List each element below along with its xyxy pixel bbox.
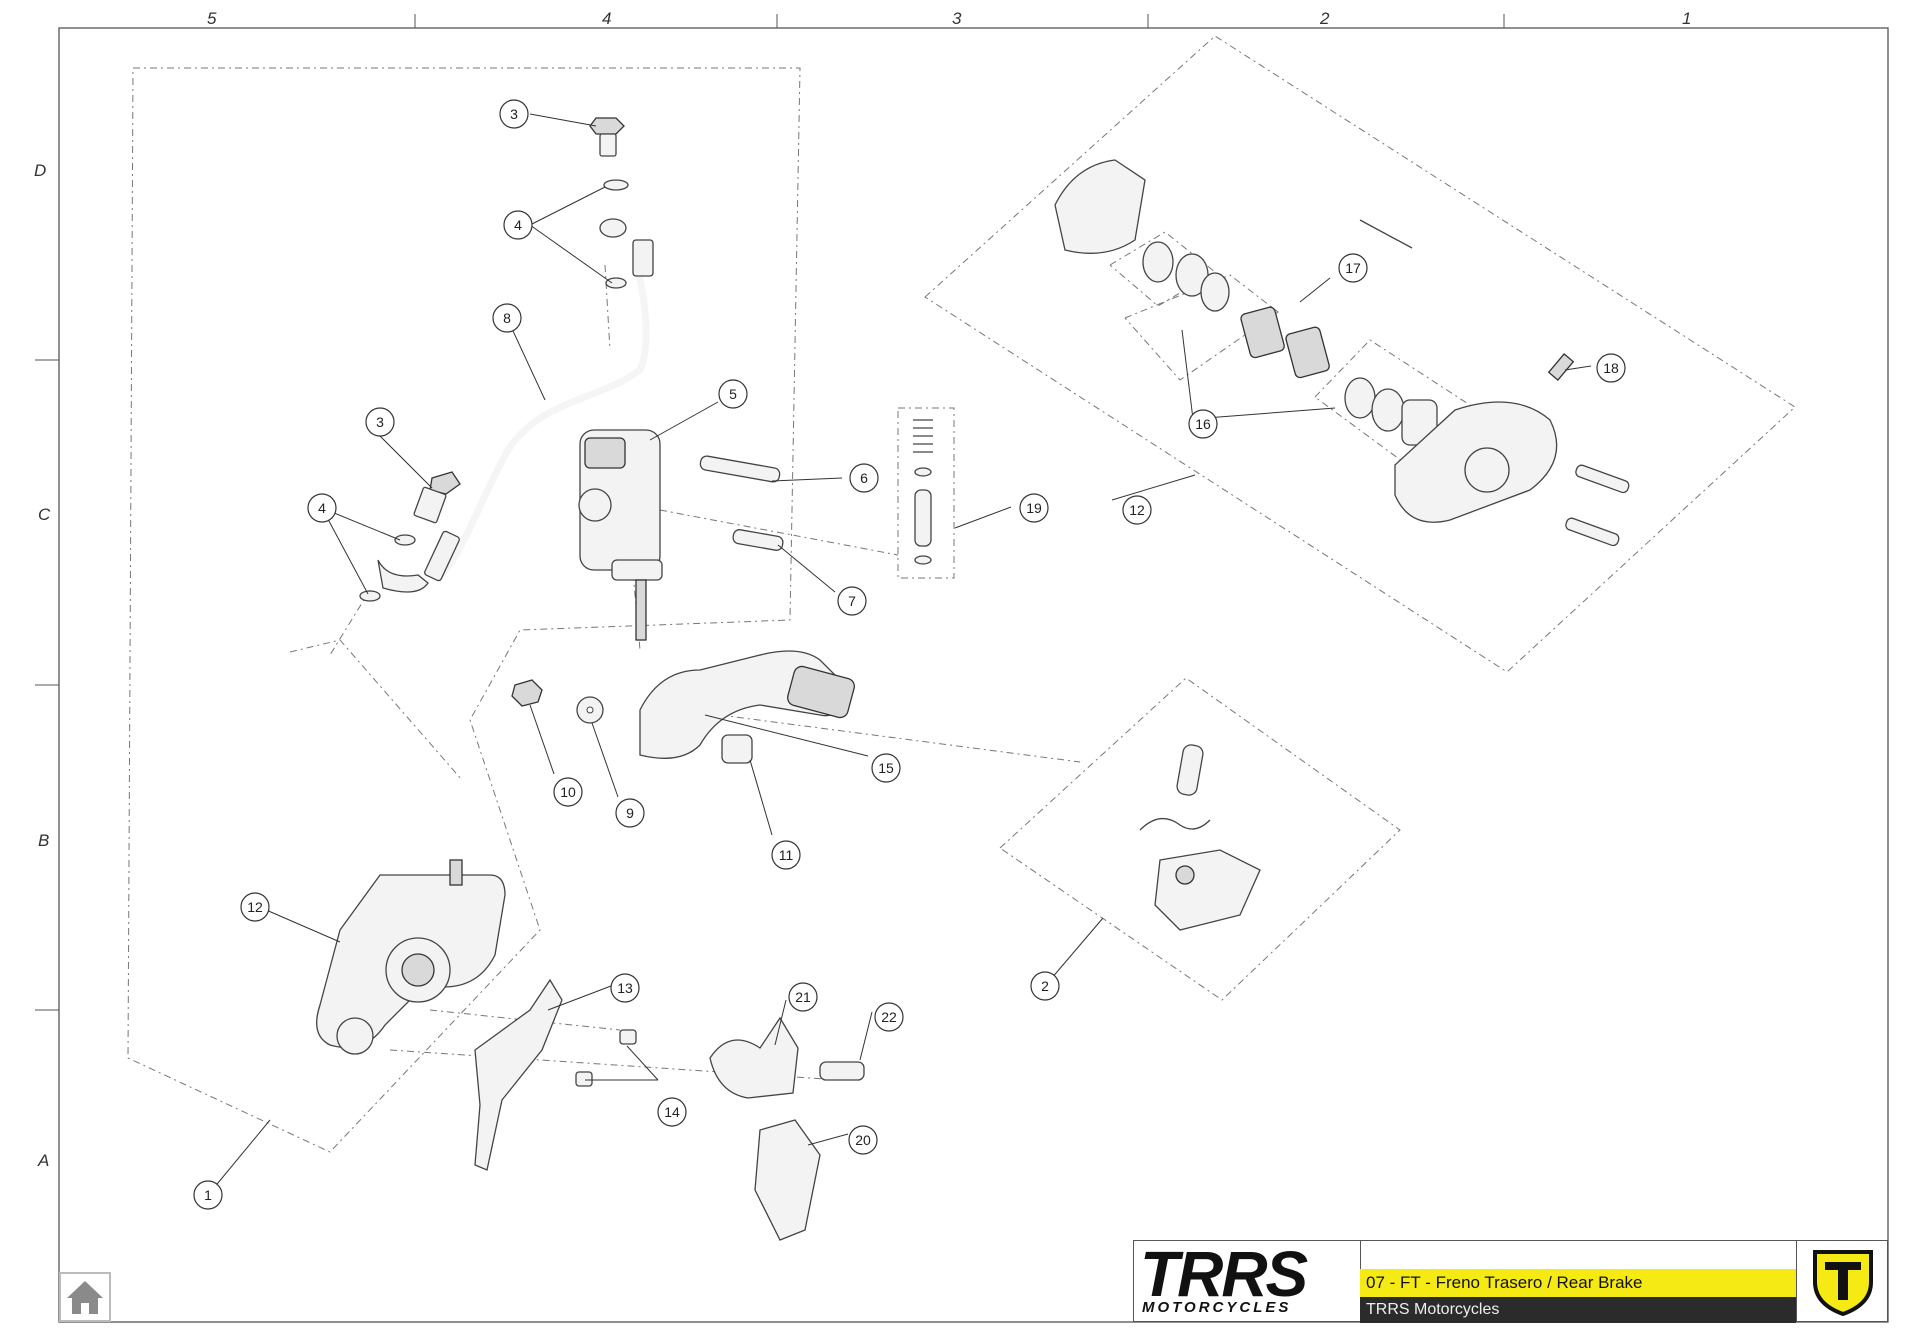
callout-4-lower: 4 <box>307 493 337 523</box>
callout-19: 19 <box>1019 493 1049 523</box>
trrs-shield-logo-icon <box>1812 1250 1873 1316</box>
brand-cell: TRRS MOTORCYCLES <box>1134 1238 1361 1321</box>
callout-8: 8 <box>492 303 522 333</box>
zone-row-label: B <box>38 831 49 850</box>
svg-text:16: 16 <box>1195 416 1211 432</box>
callout-13: 13 <box>610 973 640 1003</box>
callout-2: 2 <box>1030 971 1060 1001</box>
callout-12-lower: 12 <box>240 892 270 922</box>
assembly-boundaries <box>127 35 1796 1153</box>
home-icon <box>67 1281 103 1314</box>
sheet-title: 07 - FT - Freno Trasero / Rear Brake <box>1360 1269 1796 1297</box>
brand-name: TRRS <box>1140 1238 1308 1310</box>
callout-3-upper: 3 <box>499 99 529 129</box>
zone-row-label: C <box>38 505 51 524</box>
master-cylinder <box>578 429 784 641</box>
brake-hose-assembly <box>377 218 654 593</box>
callout-21: 21 <box>788 982 818 1012</box>
zone-column-label: 4 <box>602 9 611 28</box>
zone-ticks <box>35 14 1505 1011</box>
banjo-bolt-upper <box>589 117 629 289</box>
svg-text:12: 12 <box>247 899 263 915</box>
callout-18: 18 <box>1596 353 1626 383</box>
callout-17: 17 <box>1338 253 1368 283</box>
zone-column-label: 2 <box>1319 9 1330 28</box>
zone-column-label: 3 <box>952 9 962 28</box>
svg-text:21: 21 <box>795 989 811 1005</box>
spring-kit <box>913 419 933 565</box>
svg-text:4: 4 <box>514 217 522 233</box>
banjo-bolt-lower <box>359 471 461 602</box>
callout-10: 10 <box>553 777 583 807</box>
column-labels: 5 4 3 2 1 <box>207 9 1691 28</box>
home-button[interactable] <box>59 1272 111 1322</box>
zone-column-label: 5 <box>207 9 217 28</box>
svg-text:1: 1 <box>204 1187 212 1203</box>
footrest-assembly <box>1139 744 1261 931</box>
callout-9: 9 <box>615 798 645 828</box>
svg-text:20: 20 <box>855 1132 871 1148</box>
svg-text:9: 9 <box>626 805 634 821</box>
svg-text:18: 18 <box>1603 360 1619 376</box>
callout-1: 1 <box>193 1180 223 1210</box>
svg-text:17: 17 <box>1345 260 1361 276</box>
svg-text:8: 8 <box>503 310 511 326</box>
brand-subtitle: MOTORCYCLES <box>1142 1299 1292 1316</box>
svg-text:4: 4 <box>318 500 326 516</box>
company-name: TRRS Motorcycles <box>1360 1297 1796 1323</box>
callout-22: 22 <box>874 1002 904 1032</box>
callout-4-upper: 4 <box>503 210 533 240</box>
callout-14: 14 <box>657 1097 687 1127</box>
leader-lines <box>207 113 1592 1196</box>
callout-12-upper: 12 <box>1122 495 1152 525</box>
svg-text:11: 11 <box>779 847 794 863</box>
svg-text:3: 3 <box>510 106 518 122</box>
svg-text:22: 22 <box>881 1009 897 1025</box>
callout-20: 20 <box>848 1125 878 1155</box>
callout-6: 6 <box>849 463 879 493</box>
callout-11: 11 <box>771 840 801 870</box>
callouts: 1 2 3 3 4 4 5 6 7 8 9 10 11 12 12 13 14 … <box>193 99 1626 1210</box>
drawing-frame <box>58 27 1889 1323</box>
pedal-hardware <box>511 679 753 764</box>
zone-column-label: 1 <box>1682 9 1691 28</box>
rear-caliper-lower <box>316 859 506 1055</box>
callout-5: 5 <box>718 379 748 409</box>
svg-text:2: 2 <box>1041 978 1049 994</box>
svg-text:12: 12 <box>1129 502 1145 518</box>
svg-text:7: 7 <box>848 593 856 609</box>
zone-row-label: D <box>34 161 46 180</box>
svg-text:6: 6 <box>860 470 868 486</box>
title-cell: 07 - FT - Freno Trasero / Rear Brake TRR… <box>1360 1241 1796 1323</box>
title-block: TRRS MOTORCYCLES 07 - FT - Freno Trasero… <box>1133 1238 1888 1323</box>
svg-text:14: 14 <box>664 1104 680 1120</box>
brake-pedal <box>639 650 855 759</box>
svg-text:10: 10 <box>560 784 576 800</box>
callout-15: 15 <box>871 753 901 783</box>
row-labels: D C B A <box>34 161 51 1170</box>
caliper-guard <box>474 978 637 1171</box>
logo-cell <box>1796 1241 1888 1321</box>
callout-16: 16 <box>1188 409 1218 439</box>
svg-text:15: 15 <box>878 760 894 776</box>
svg-text:19: 19 <box>1026 500 1042 516</box>
svg-text:13: 13 <box>617 980 633 996</box>
svg-text:3: 3 <box>376 414 384 430</box>
svg-text:5: 5 <box>729 386 737 402</box>
zone-row-label: A <box>37 1151 49 1170</box>
rear-caliper-exploded <box>1054 159 1630 547</box>
callout-3-lower: 3 <box>365 407 395 437</box>
brake-light-switch <box>709 1016 865 1241</box>
callout-7: 7 <box>837 586 867 616</box>
